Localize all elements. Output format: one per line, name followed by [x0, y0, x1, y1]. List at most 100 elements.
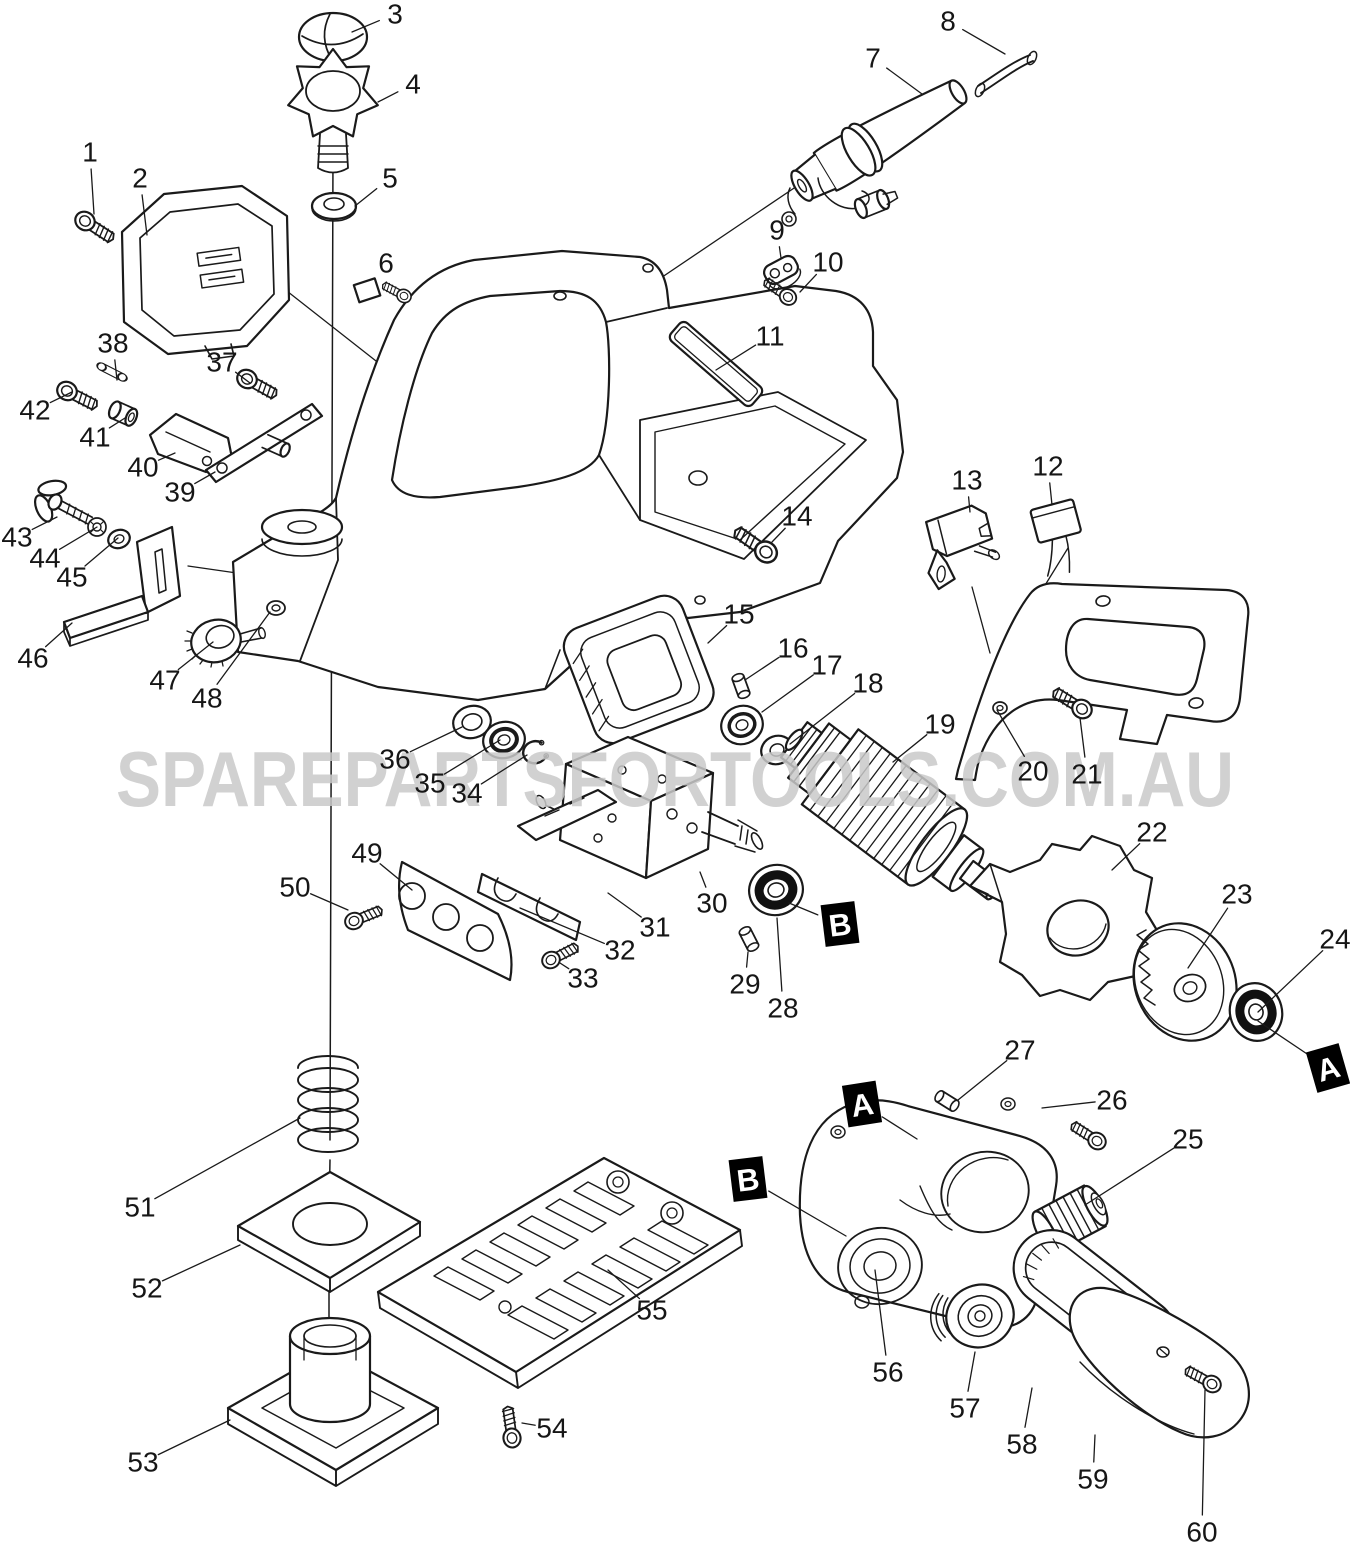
watermark-text: SPAREPARTSFORTOOLS.COM.AU [116, 735, 1234, 823]
wing-bolt-43 [33, 479, 94, 526]
leader-line-20 [996, 709, 1026, 758]
base-53 [226, 1316, 440, 1487]
leader-line-58 [1024, 1387, 1033, 1428]
leader-line-2 [141, 194, 148, 236]
cutter-drum-30 [535, 735, 764, 880]
leader-line-43 [31, 516, 58, 531]
part-label-6: 6 [378, 248, 394, 279]
sole-plate-55 [376, 1156, 743, 1389]
leader-line-29 [745, 951, 749, 968]
cord-guard-7 [781, 79, 968, 227]
part-label-24: 24 [1319, 924, 1350, 955]
name-plate-11 [668, 320, 764, 408]
part-label-42: 42 [19, 395, 50, 426]
part-label-21: 21 [1071, 759, 1102, 790]
part-label-10: 10 [812, 247, 843, 278]
part-label-40: 40 [127, 452, 158, 483]
part-label-7: 7 [865, 43, 881, 74]
leader-line-15 [707, 624, 728, 644]
ref-marker-leader-b-0 [788, 902, 819, 916]
part-label-28: 28 [767, 993, 798, 1024]
part-label-9: 9 [769, 215, 785, 246]
screw-42 [52, 377, 103, 416]
leader-line-56 [874, 1269, 887, 1356]
leader-line-17 [761, 674, 814, 713]
part-label-55: 55 [636, 1295, 667, 1326]
part-label-53: 53 [127, 1447, 158, 1478]
plate-39 [204, 402, 324, 484]
part-label-37: 37 [206, 347, 237, 378]
leader-line-54 [521, 1422, 536, 1426]
leader-line-19 [892, 734, 928, 763]
part-label-18: 18 [852, 668, 883, 699]
part-label-51: 51 [124, 1192, 155, 1223]
leader-line-25 [1084, 1147, 1175, 1206]
leader-line-14 [771, 527, 786, 543]
part-label-33: 33 [567, 963, 598, 994]
leader-line-31 [607, 892, 642, 918]
part-label-3: 3 [387, 0, 403, 30]
part-label-38: 38 [97, 328, 128, 359]
part-label-43: 43 [1, 522, 32, 553]
leader-line-47 [177, 641, 214, 671]
part-label-30: 30 [696, 888, 727, 919]
part-label-32: 32 [604, 935, 635, 966]
leader-line-53 [157, 1419, 231, 1456]
leader-line-36 [409, 726, 463, 753]
bearing-plate-56 [798, 1097, 1058, 1329]
belt-cover-59 [1068, 1286, 1250, 1439]
part-label-19: 19 [924, 709, 955, 740]
part-label-1: 1 [82, 137, 98, 168]
part-label-44: 44 [29, 543, 60, 574]
ref-marker-leader-a-1 [1257, 1020, 1309, 1056]
part-label-60: 60 [1186, 1517, 1217, 1545]
part-label-14: 14 [781, 501, 812, 532]
part-label-16: 16 [777, 633, 808, 664]
leader-line-18 [789, 692, 856, 745]
edge-guide-46 [62, 525, 182, 647]
part-label-27: 27 [1004, 1035, 1035, 1066]
leader-line-30 [699, 871, 707, 888]
knob-cap-3 [297, 11, 369, 63]
leader-line-55 [607, 1269, 641, 1300]
ref-marker-letter: B [735, 1161, 761, 1198]
part-label-39: 39 [164, 477, 195, 508]
leader-line-59 [1093, 1434, 1096, 1463]
leader-line-50 [309, 893, 349, 911]
leader-line-45 [84, 537, 119, 567]
part-label-41: 41 [79, 422, 110, 453]
part-label-31: 31 [639, 912, 670, 943]
part-label-58: 58 [1006, 1429, 1037, 1460]
leader-line-44 [58, 526, 98, 550]
rear-handle [954, 582, 1250, 782]
ref-marker-b-0: B [820, 901, 860, 947]
leader-line-23 [1187, 907, 1229, 969]
leader-line-33 [559, 962, 570, 970]
leader-line-37 [234, 371, 251, 384]
part-label-20: 20 [1017, 756, 1048, 787]
leader-line-16 [744, 656, 780, 681]
part-label-12: 12 [1032, 451, 1063, 482]
leader-line-12 [1049, 482, 1053, 506]
spring-51 [297, 1055, 359, 1153]
leader-line-52 [161, 1244, 241, 1282]
ref-marker-box [728, 1156, 768, 1202]
leader-line-38 [114, 359, 118, 381]
bearing-35 [482, 720, 526, 760]
ref-marker-box [1305, 1043, 1350, 1093]
blade-clamp-32 [476, 872, 582, 942]
driven-pulley-57 [929, 1283, 1015, 1349]
leader-line-41 [108, 417, 126, 429]
part-label-4: 4 [405, 69, 421, 100]
part-label-17: 17 [811, 650, 842, 681]
armature-19 [779, 721, 1003, 901]
ref-marker-b-3: B [728, 1156, 768, 1202]
field-stator-15 [562, 594, 715, 745]
part-label-50: 50 [279, 872, 310, 903]
leader-line-22 [1111, 843, 1141, 871]
part-label-36: 36 [379, 744, 410, 775]
ref-marker-letter: A [848, 1086, 876, 1124]
leader-line-39 [194, 471, 216, 485]
part-label-5: 5 [382, 163, 398, 194]
